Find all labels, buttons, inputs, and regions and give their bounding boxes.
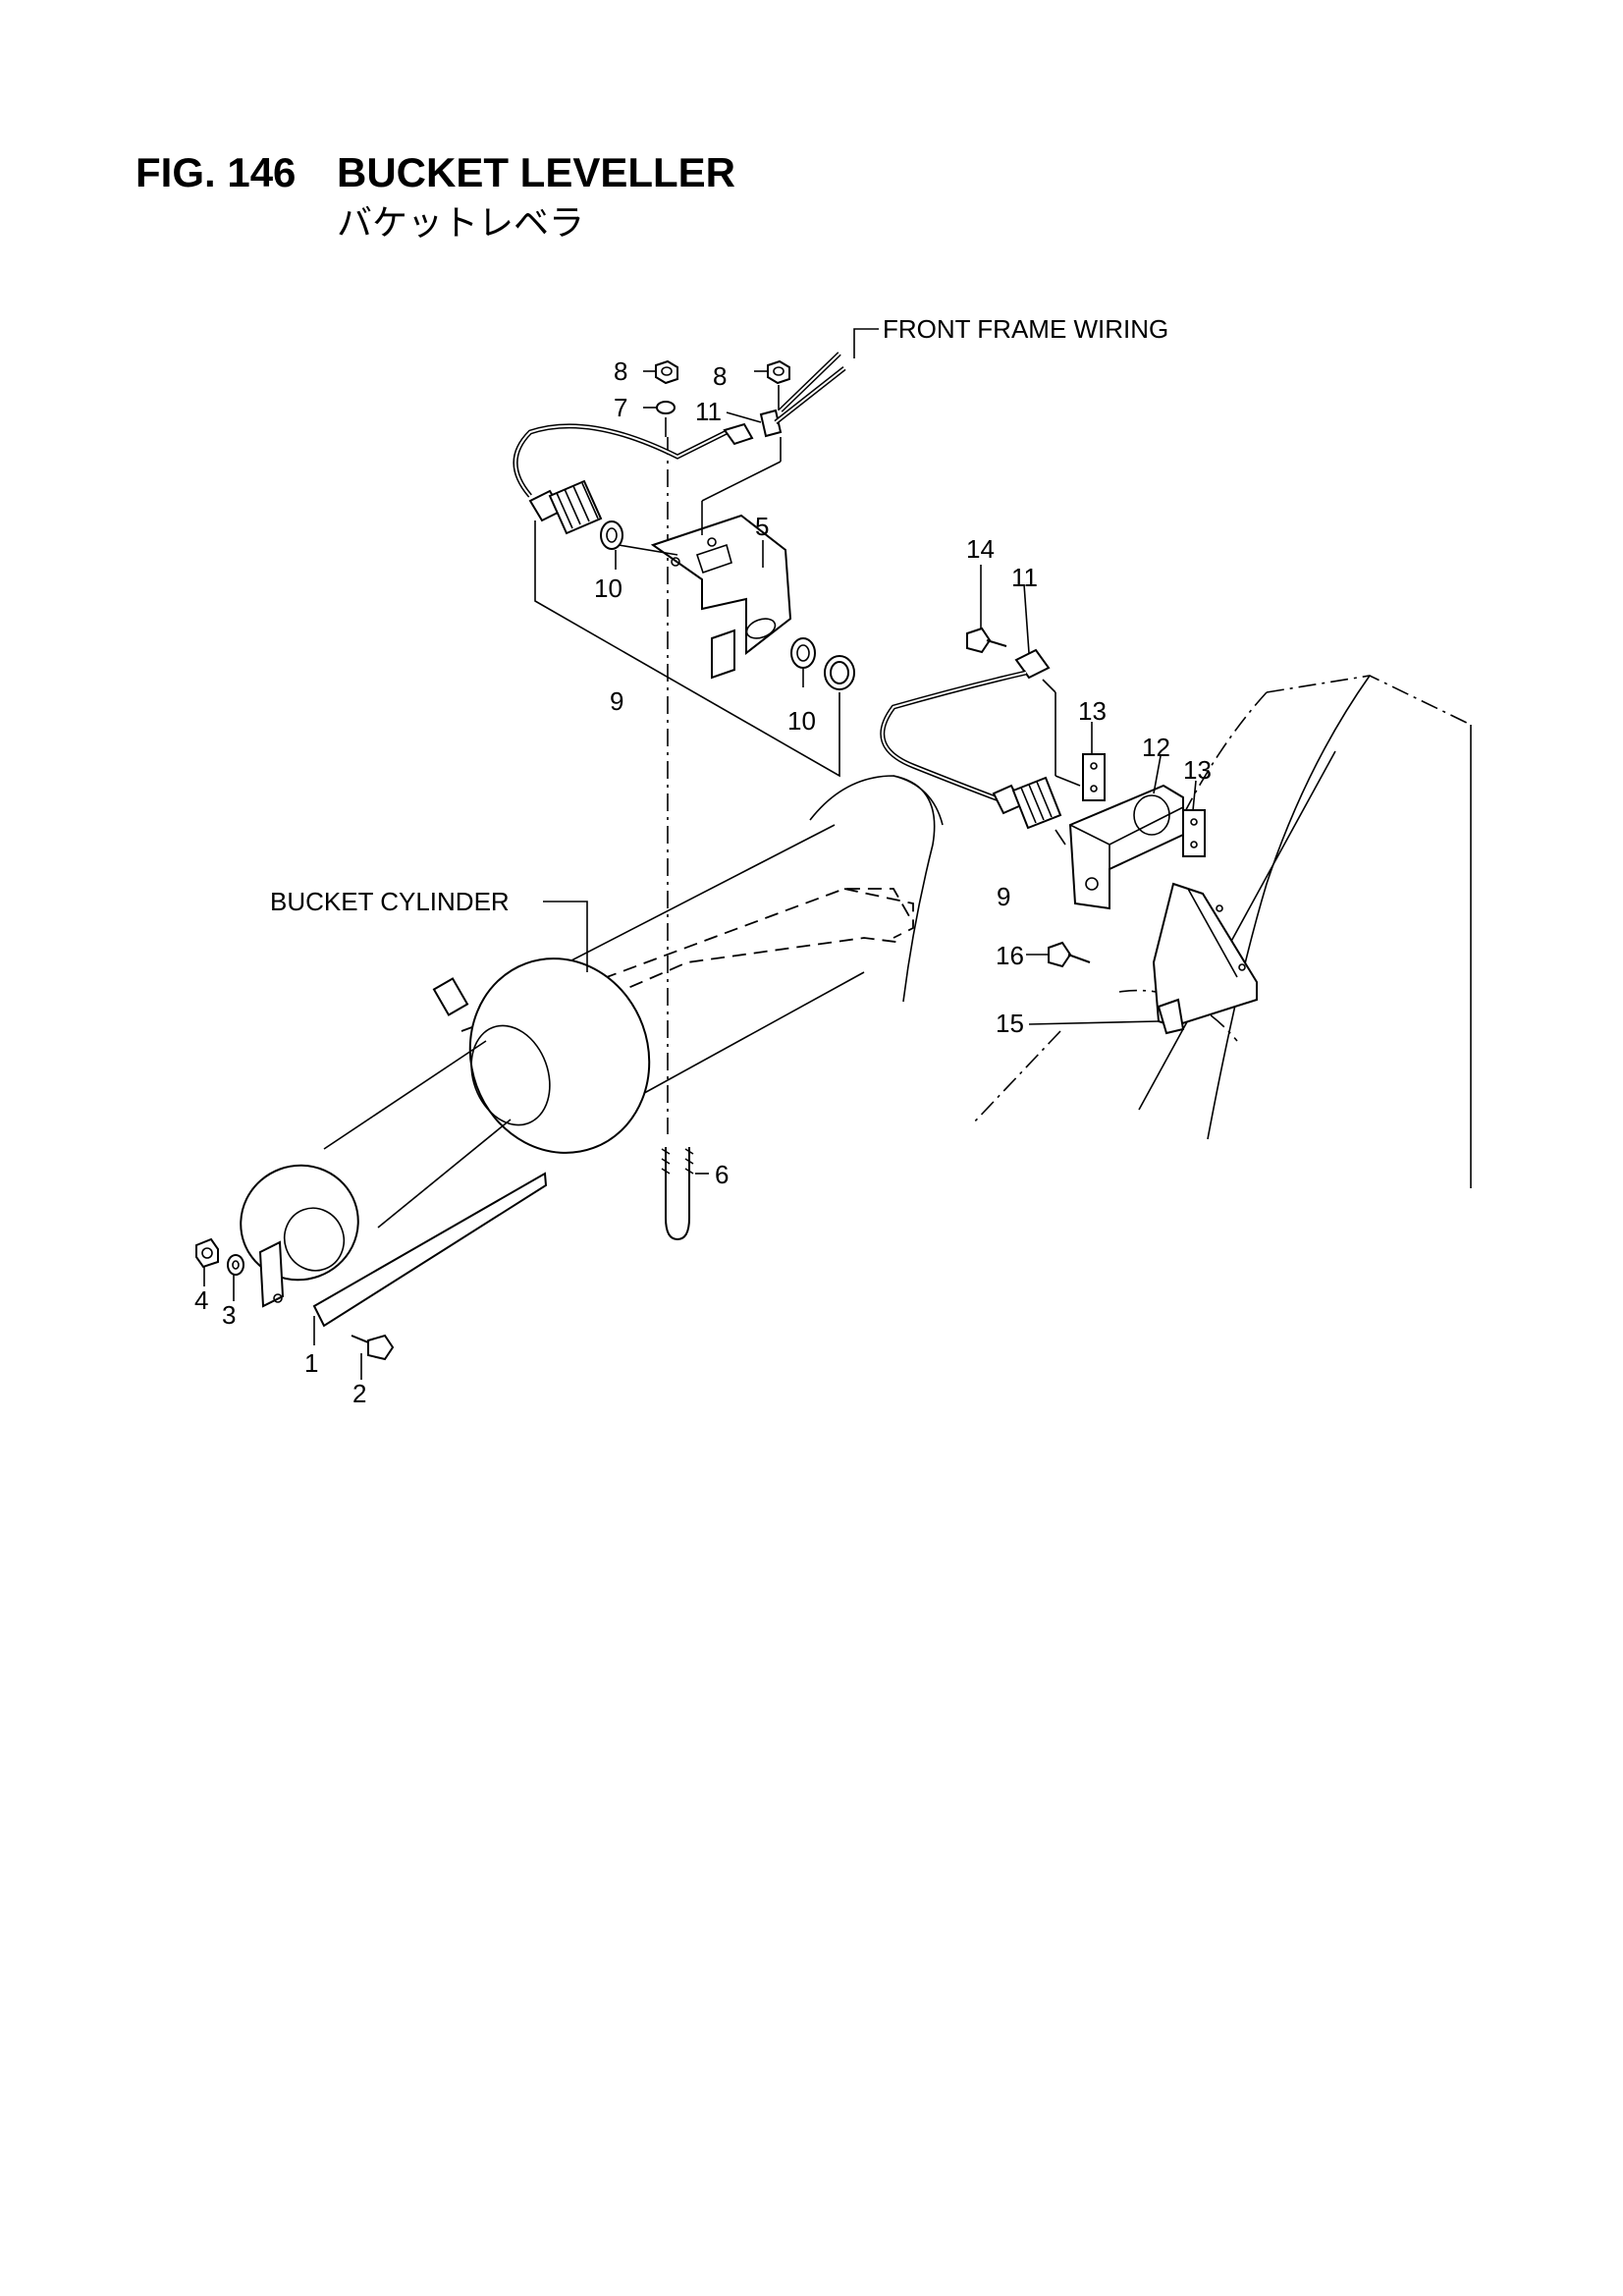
part-number-8: 8 xyxy=(713,361,727,391)
callout-leaders xyxy=(203,328,1197,1380)
part-number-4: 4 xyxy=(194,1285,208,1315)
bucket-cylinder xyxy=(240,775,944,1282)
upper-sensor-assembly xyxy=(513,352,855,778)
part-number-11: 11 xyxy=(695,397,722,426)
hardware-lower-left xyxy=(195,1237,395,1361)
loader-frame xyxy=(971,675,1472,1188)
lower-right-sensor-assembly xyxy=(880,627,1258,1035)
part-number-1: 1 xyxy=(304,1348,318,1378)
front-frame-wiring-label: FRONT FRAME WIRING xyxy=(883,314,1168,344)
part-number-15: 15 xyxy=(996,1009,1024,1038)
part-number-16: 16 xyxy=(996,941,1024,970)
part-number-7: 7 xyxy=(614,393,627,422)
part-number-10: 10 xyxy=(594,574,622,603)
part-number-13: 13 xyxy=(1078,696,1107,726)
part-number-3: 3 xyxy=(222,1300,236,1330)
figure-number: FIG. 146 xyxy=(135,149,297,195)
part-number-12: 12 xyxy=(1142,733,1170,762)
part-number-2: 2 xyxy=(352,1379,366,1408)
part-number-14: 14 xyxy=(966,534,995,564)
leveller-rod xyxy=(258,1172,548,1328)
part-number-11: 11 xyxy=(1011,563,1038,592)
labels: FRONT FRAME WIRING BUCKET CYLINDER 8 8 7… xyxy=(194,314,1212,1408)
part-number-8: 8 xyxy=(614,356,627,386)
u-bolt xyxy=(661,1147,694,1241)
part-number-13: 13 xyxy=(1183,755,1212,785)
figure-subtitle: バケットレベラ xyxy=(337,203,585,244)
part-number-10: 10 xyxy=(787,706,816,736)
bucket-cylinder-label: BUCKET CYLINDER xyxy=(270,887,510,916)
part-number-5: 5 xyxy=(755,512,769,541)
figure-title: BUCKET LEVELLER xyxy=(337,149,736,195)
part-number-9: 9 xyxy=(610,686,623,716)
part-number-9: 9 xyxy=(997,882,1010,911)
part-number-6: 6 xyxy=(715,1160,729,1189)
